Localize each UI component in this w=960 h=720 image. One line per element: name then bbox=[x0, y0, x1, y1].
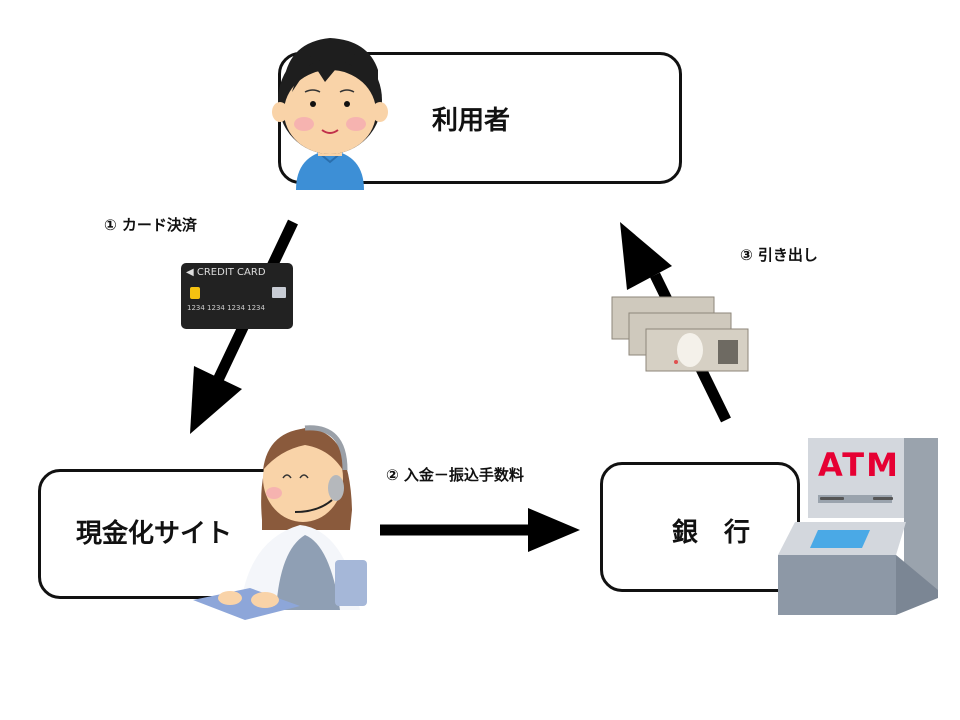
credit-card-title: ◀ CREDIT CARD bbox=[186, 267, 266, 278]
step-3-label: ③ 引き出し bbox=[740, 246, 818, 264]
credit-card-icon bbox=[181, 263, 293, 329]
operator-illustration bbox=[193, 425, 367, 620]
arrow-deposit bbox=[380, 508, 580, 552]
step-1-label: ① カード決済 bbox=[104, 216, 197, 234]
user-node-label: 利用者 bbox=[432, 106, 511, 136]
bank-node-label: 銀 行 bbox=[672, 518, 751, 548]
credit-card-number: 1234 1234 1234 1234 bbox=[187, 304, 265, 312]
step-2-label: ② 入金－振込手数料 bbox=[386, 466, 524, 484]
bank-node-box bbox=[600, 462, 800, 592]
user-illustration bbox=[272, 38, 388, 190]
atm-illustration bbox=[778, 438, 938, 615]
cash-site-node-label: 現金化サイト bbox=[76, 519, 233, 549]
atm-label: ATM bbox=[818, 446, 900, 484]
banknotes-icon bbox=[611, 296, 749, 372]
